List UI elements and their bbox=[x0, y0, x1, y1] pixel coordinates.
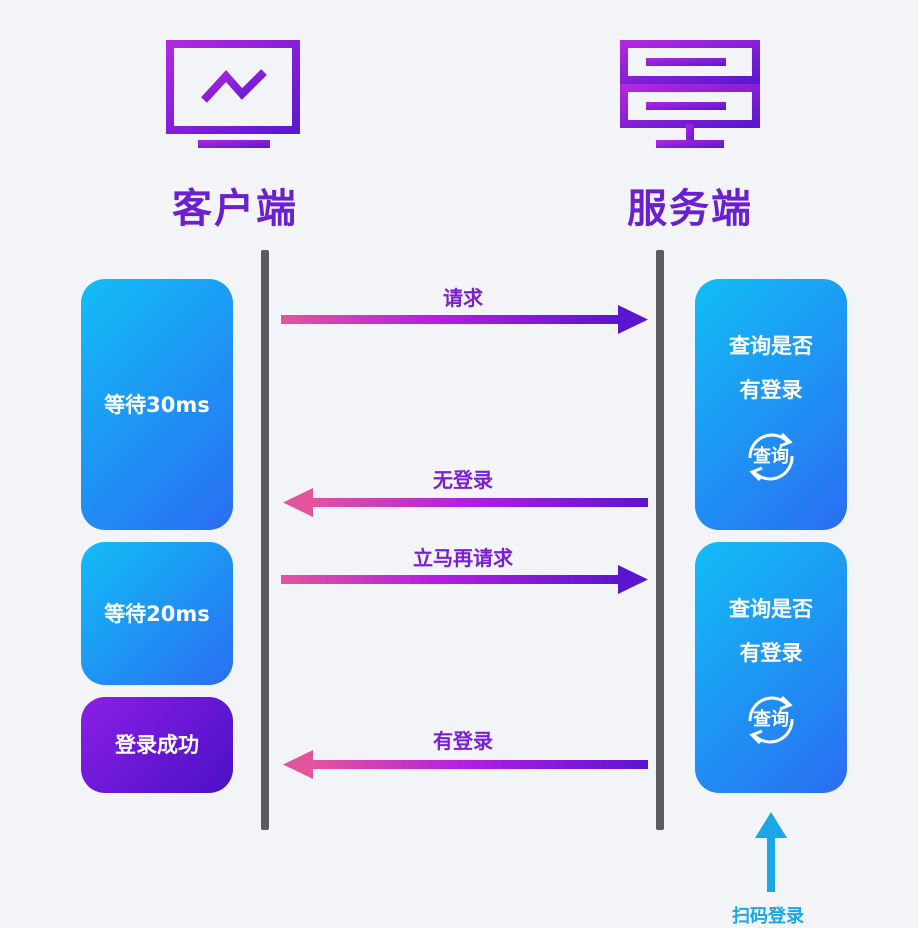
query-line-1: 查询是否 bbox=[729, 333, 813, 358]
has-login-arrow bbox=[283, 750, 648, 779]
monitor-icon bbox=[166, 40, 300, 148]
server-lifeline bbox=[656, 250, 664, 830]
query-line-2: 有登录 bbox=[739, 377, 803, 402]
server-query-box: 查询是否 有登录 查询 bbox=[695, 542, 847, 793]
message-label: 有登录 bbox=[433, 729, 493, 753]
server-title: 服务端 bbox=[627, 186, 753, 232]
scan-arrow bbox=[755, 812, 787, 892]
client-lifeline bbox=[261, 250, 269, 830]
query-line-1: 查询是否 bbox=[729, 596, 813, 621]
client-wait-box: 等待30ms bbox=[81, 279, 233, 530]
login-success-label: 登录成功 bbox=[115, 733, 199, 757]
cycle-label: 查询 bbox=[753, 445, 789, 467]
server-query-box: 查询是否 有登录 查询 bbox=[695, 279, 847, 530]
refresh-icon bbox=[748, 695, 794, 744]
wait-label: 等待30ms bbox=[104, 392, 210, 417]
client-title: 客户端 bbox=[172, 186, 298, 232]
refresh-cycle: 查询 bbox=[736, 422, 806, 492]
cycle-label: 查询 bbox=[753, 708, 789, 730]
client-login-success-box: 登录成功 bbox=[81, 697, 233, 793]
query-line-2: 有登录 bbox=[739, 640, 803, 665]
scan-login-label: 扫码登录 bbox=[732, 906, 804, 927]
refresh-icon bbox=[748, 432, 794, 481]
refresh-cycle: 查询 bbox=[736, 685, 806, 755]
server-icon bbox=[620, 40, 760, 148]
message-label: 无登录 bbox=[433, 468, 493, 492]
message-label: 请求 bbox=[443, 286, 483, 310]
client-wait-box: 等待20ms bbox=[81, 542, 233, 685]
message-label: 立马再请求 bbox=[413, 546, 513, 570]
wait-label: 等待20ms bbox=[104, 601, 210, 626]
